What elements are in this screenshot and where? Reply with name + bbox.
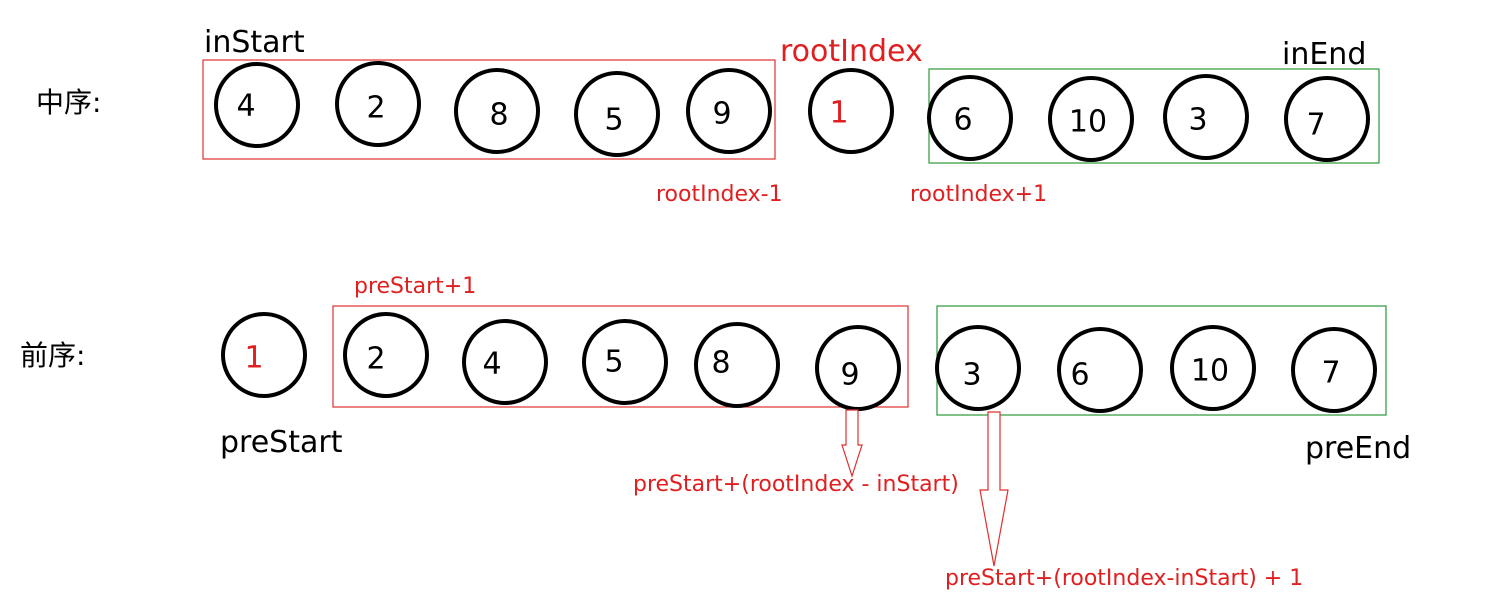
node-value: 7 bbox=[1306, 108, 1325, 143]
inorder-right-node-4: 7 bbox=[1284, 76, 1370, 162]
preorder-right-node-4: 7 bbox=[1291, 327, 1377, 413]
node-value: 3 bbox=[962, 358, 981, 393]
node-value: 8 bbox=[489, 98, 508, 133]
preorder-left-node-2: 4 bbox=[462, 319, 548, 405]
node-value: 5 bbox=[604, 103, 623, 138]
inorder-row-label: 中序: bbox=[36, 86, 101, 119]
preorder-right-node-1: 3 bbox=[935, 325, 1021, 411]
pre-start-label: preStart bbox=[220, 425, 343, 460]
node-value: 7 bbox=[1321, 356, 1340, 391]
node-value: 4 bbox=[482, 347, 501, 382]
node-value: 9 bbox=[712, 97, 731, 132]
node-value: 6 bbox=[1070, 358, 1089, 393]
inorder-right-node-3: 3 bbox=[1163, 74, 1249, 160]
inorder-left-node-2: 2 bbox=[335, 61, 421, 147]
pre-start-plus-one-label: preStart+1 bbox=[354, 274, 476, 299]
preorder-left-node-4: 8 bbox=[694, 322, 780, 408]
in-end-label: inEnd bbox=[1282, 37, 1366, 72]
node-value: 2 bbox=[366, 342, 385, 377]
inorder-left-node-4: 5 bbox=[574, 71, 660, 157]
inorder-left-subtree-box bbox=[202, 59, 776, 160]
root-node-value: 1 bbox=[829, 96, 848, 131]
preorder-row-label: 前序: bbox=[20, 339, 85, 372]
pre-end-label: preEnd bbox=[1305, 431, 1411, 466]
root-index-plus-one-label: rootIndex+1 bbox=[910, 182, 1047, 207]
preorder-left-subtree-box bbox=[332, 305, 909, 408]
inorder-left-node-5: 9 bbox=[686, 68, 772, 154]
inorder-left-node-3: 8 bbox=[454, 68, 540, 154]
inorder-right-node-2: 10 bbox=[1048, 76, 1134, 162]
root-node-value: 1 bbox=[244, 341, 263, 376]
node-value: 3 bbox=[1188, 103, 1207, 138]
right-start-formula: preStart+(rootIndex-inStart) + 1 bbox=[945, 566, 1303, 591]
root-index-label: rootIndex bbox=[780, 34, 923, 69]
inorder-right-node-1: 6 bbox=[927, 75, 1013, 161]
left-end-formula: preStart+(rootIndex - inStart) bbox=[633, 472, 959, 497]
preorder-left-node-5: 9 bbox=[815, 325, 901, 411]
node-value: 5 bbox=[604, 345, 623, 380]
node-value: 10 bbox=[1191, 354, 1229, 389]
preorder-root-node: 1 bbox=[221, 312, 307, 398]
preorder-left-node-1: 2 bbox=[343, 312, 429, 398]
right-start-arrow bbox=[979, 411, 1009, 567]
node-value: 9 bbox=[840, 358, 859, 393]
node-value: 8 bbox=[711, 346, 730, 381]
root-index-minus-one-label: rootIndex-1 bbox=[656, 182, 783, 207]
preorder-left-node-3: 5 bbox=[582, 319, 668, 405]
in-start-label: inStart bbox=[204, 25, 305, 60]
node-value: 10 bbox=[1069, 105, 1107, 140]
preorder-right-node-3: 10 bbox=[1170, 325, 1256, 411]
node-value: 4 bbox=[236, 89, 255, 124]
node-value: 2 bbox=[366, 91, 385, 126]
inorder-left-node-1: 4 bbox=[214, 62, 300, 148]
inorder-root-node: 1 bbox=[808, 68, 894, 154]
preorder-right-node-2: 6 bbox=[1057, 327, 1143, 413]
node-value: 6 bbox=[953, 103, 972, 138]
left-end-arrow bbox=[841, 409, 863, 478]
